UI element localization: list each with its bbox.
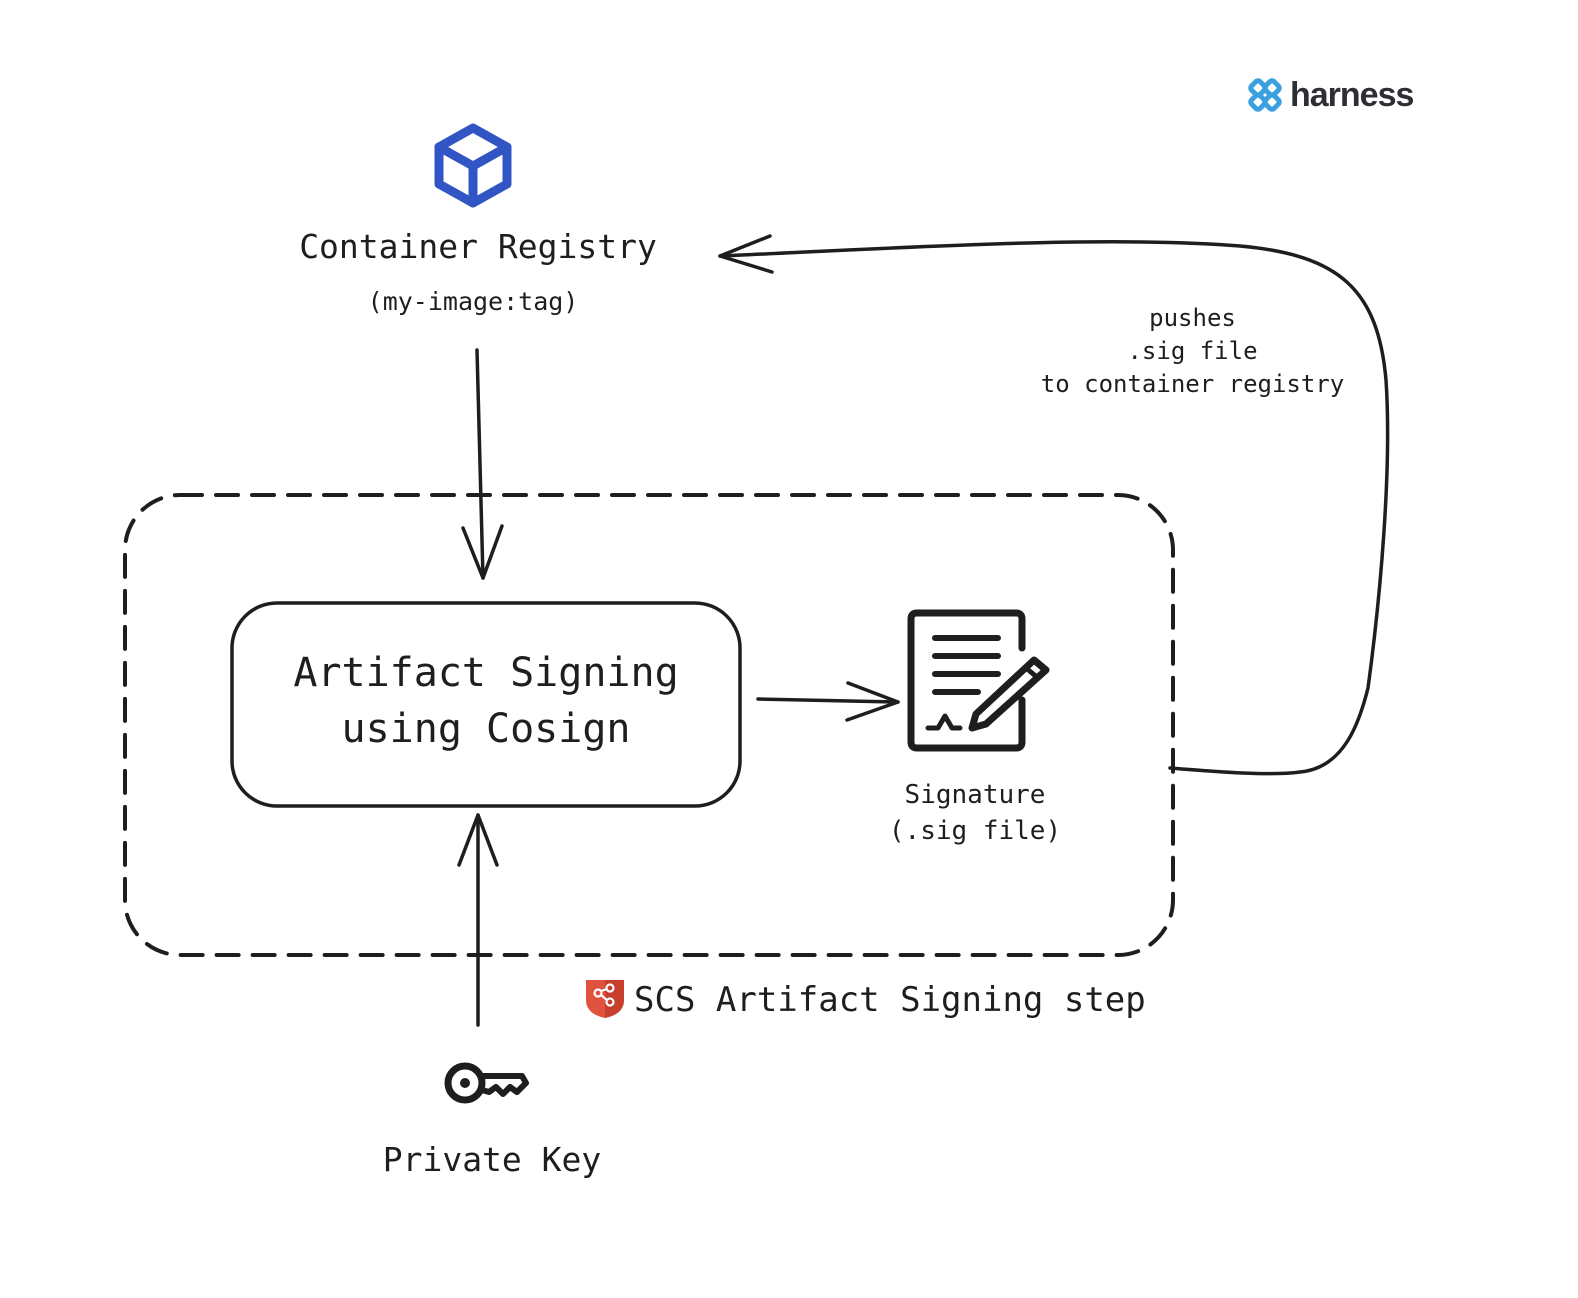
push-label-line2: .sig file — [1127, 337, 1258, 365]
signature-subtitle: (.sig file) — [888, 816, 1062, 846]
signing-title-line2: using Cosign — [341, 706, 631, 752]
push-label-line3: to container registry — [1040, 370, 1345, 398]
arrow-signing-to-signature — [756, 681, 900, 722]
harness-logo-icon — [1248, 78, 1282, 112]
shield-share-icon — [586, 980, 624, 1018]
push-label-line1: pushes — [1149, 304, 1236, 332]
key-icon — [444, 1062, 529, 1104]
harness-logo-text: harness — [1290, 75, 1414, 114]
cube-icon — [434, 123, 512, 208]
signed-document-icon — [907, 609, 1050, 752]
registry-title: Container Registry — [299, 227, 657, 266]
scs-step-label: SCS Artifact Signing step — [634, 980, 1146, 1020]
arrow-registry-to-signing — [461, 348, 504, 580]
arrow-push-to-registry — [718, 234, 1390, 776]
registry-subtitle: (my-image:tag) — [367, 287, 579, 316]
artifact-signing-box — [230, 601, 742, 808]
arrow-key-to-signing — [457, 813, 499, 1027]
signing-title-line1: Artifact Signing — [293, 650, 679, 696]
harness-logo: harness — [1246, 70, 1414, 120]
signature-title: Signature — [904, 780, 1046, 810]
scs-step-boundary — [123, 493, 1175, 957]
private-key-label: Private Key — [382, 1140, 602, 1179]
